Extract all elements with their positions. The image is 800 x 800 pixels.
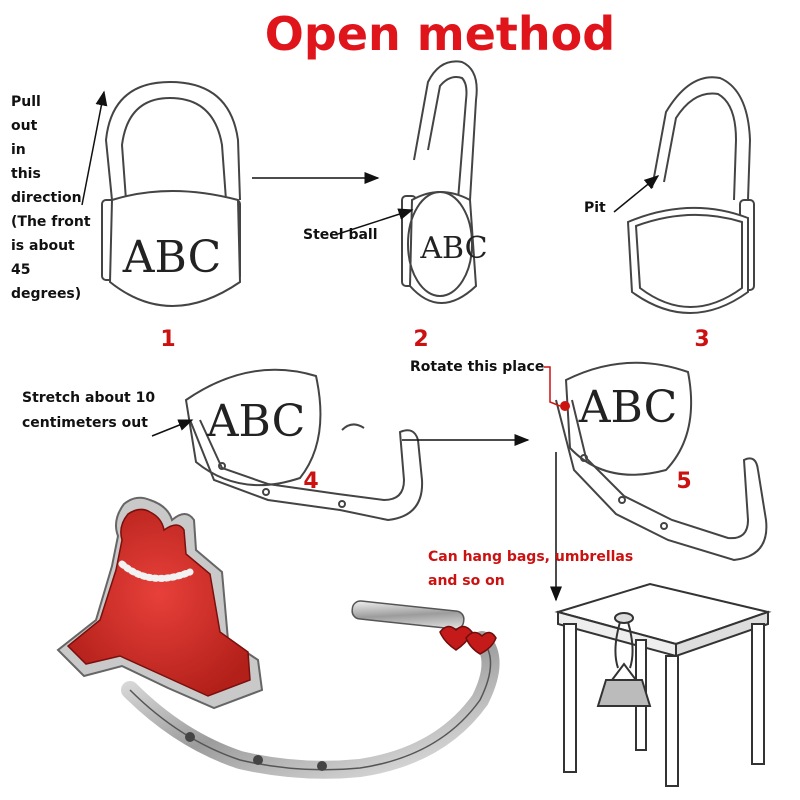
pull-line-6: (The front: [11, 214, 91, 230]
step-1-monogram: ABC: [122, 232, 222, 283]
pull-line-4: this: [11, 166, 41, 182]
step-2-monogram: ABC: [419, 231, 487, 266]
steel-ball-label: Steel ball: [303, 227, 378, 243]
rotate-pointer: [544, 366, 561, 407]
cat-hook-product-photo: [56, 496, 500, 779]
pull-line-3: in: [11, 142, 26, 158]
step-4-monogram: ABC: [206, 396, 306, 447]
hang-instruction-text: Can hang bags, umbrellas and so on: [428, 549, 633, 589]
step-3-number: 3: [694, 327, 709, 352]
step-1-number: 1: [160, 327, 175, 352]
pull-line-2: out: [11, 118, 38, 134]
pit-label: Pit: [584, 200, 606, 216]
hang-line-2: and so on: [428, 573, 505, 589]
hanging-bag-icon: [596, 612, 652, 707]
hang-line-1: Can hang bags, umbrellas: [428, 549, 633, 565]
step-5-number: 5: [676, 469, 691, 494]
pull-direction-arrow: [81, 90, 108, 206]
step-3-hook-illustration: [626, 76, 755, 314]
step-1-hook-illustration: [101, 80, 242, 307]
pull-line-9: degrees): [11, 286, 81, 302]
rotate-point-marker: [560, 401, 570, 411]
step-4-hook-illustration: [184, 368, 424, 522]
stretch-line-2: centimeters out: [22, 415, 148, 431]
pull-line-5: direction: [11, 190, 82, 206]
step-5-monogram: ABC: [578, 382, 678, 433]
stretch-instruction-text: Stretch about 10 centimeters out: [22, 390, 155, 431]
step-2-hook-illustration: [401, 60, 478, 304]
step-4-number: 4: [303, 469, 318, 494]
page-title: Open method: [265, 7, 615, 61]
pull-line-7: is about: [11, 238, 75, 254]
stretch-pointer: [151, 419, 194, 437]
step-5-hook-illustration: [555, 361, 768, 562]
rotate-label: Rotate this place: [410, 359, 544, 375]
pit-pointer: [613, 175, 660, 213]
table-illustration: [554, 582, 772, 787]
step-2-number: 2: [413, 327, 428, 352]
pull-instruction-text: Pull out in this direction (The front is…: [11, 94, 91, 302]
steel-ball-pointer: [337, 208, 414, 235]
stretch-line-1: Stretch about 10: [22, 390, 155, 406]
pull-line-1: Pull: [11, 94, 41, 110]
pull-line-8: 45: [11, 262, 30, 278]
